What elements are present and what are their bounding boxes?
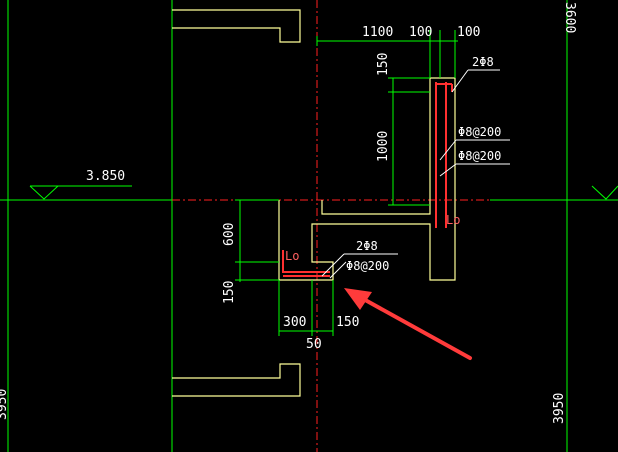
lo-label-lower: Lo [285,249,299,263]
dim-300: 300 [283,315,306,330]
red-arrow-annotation [344,288,472,360]
level-mark-right [591,185,618,200]
rebar-phi8-200-b: Φ8@200 [458,149,501,163]
level-mark: 3.850 [29,169,132,200]
lo-label-upper: Lo [446,213,460,227]
upper-wall-outline [172,9,301,43]
dim-50: 50 [306,337,322,352]
rebar-upstand [435,82,453,228]
dim-150-bottom: 150 [336,315,359,330]
dim-600-vertical: 600 [222,223,237,246]
dim-1100: 1100 [362,25,393,40]
rebar-top-label: 2Φ8 [472,55,494,69]
rebar-lower-phi8-200: Φ8@200 [346,259,389,273]
dim-150-lower: 150 [222,281,237,304]
dim-100-b: 100 [457,25,480,40]
level-mark-text: 3.850 [86,169,125,184]
right-edge-top-label: 3600 [562,2,577,33]
rebar-lower-2phi8: 2Φ8 [356,239,378,253]
left-edge-bottom-label: 3950 [0,389,10,420]
lower-wall-outline [172,363,301,397]
section-outline [278,77,456,281]
right-bottom-label: 3950 [552,393,567,424]
dim-150-vertical: 150 [376,53,391,76]
rebar-phi8-200-a: Φ8@200 [458,125,501,139]
dim-100-a: 100 [409,25,432,40]
dim-1000-vertical: 1000 [376,131,391,162]
